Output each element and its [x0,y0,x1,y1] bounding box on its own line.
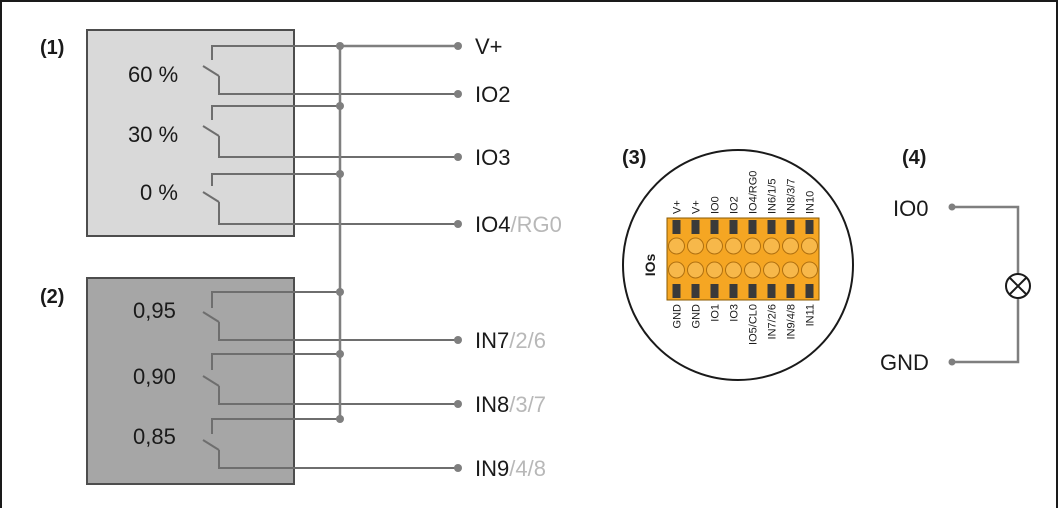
connector-top-pin-labels: V+ V+ IO0 IO2 IO4/RG0 IN6/1/5 IN8/3/7 IN10 [672,171,817,214]
bottom-pin-slot [729,284,738,298]
top-pin-label: IO0 [710,196,722,214]
top-pin-label: IO2 [729,196,741,214]
level-0-label: 0 % [140,180,178,205]
top-pin-slot [805,220,814,234]
relay-switch-095 [202,291,458,341]
terminal-in9-label: IN9/4/8 [475,456,546,481]
top-pin-label: V+ [691,200,703,214]
top-pin-label: V+ [672,200,684,214]
pin-hole [763,261,780,279]
power-reduction-relay-box [86,29,295,237]
top-pin-slot [748,220,757,234]
pin-hole [744,237,761,255]
marker-1: (1) [40,37,64,59]
terminal-io4-label: IO4/RG0 [475,212,562,237]
top-pin-label: IN10 [805,191,817,214]
top-pin-slot [767,220,776,234]
pin-hole [725,261,742,279]
marker-4: (4) [902,147,926,169]
lamp-bottom-wire [952,298,1020,364]
pin-hole [668,237,685,255]
bottom-pin-slot [748,284,757,298]
connector-label: IOs [642,254,658,277]
marker-2: (2) [40,286,64,308]
connector-pin-holes [668,237,818,279]
pin-hole [687,261,704,279]
relay-switch-60 [202,45,458,95]
top-pin-slot [672,220,681,234]
bus-junctions [336,42,344,423]
pf-085-label: 0,85 [133,424,176,449]
marker-3: (3) [622,147,646,169]
pin-hole [782,261,799,279]
top-pin-slot [691,220,700,234]
connector-pin-slots [672,220,814,298]
pin-hole [744,261,761,279]
connector-bottom-pin-labels: GND GND IO1 IO3 IO5/CL0 IN7/2/6 IN9/4/8 IN11 [672,304,817,345]
relay-switch-0 [202,173,458,225]
pin-hole [763,237,780,255]
relay-switch-090 [202,353,458,405]
lamp-io0-label: IO0 [893,196,928,221]
lamp-gnd-label: GND [880,350,929,375]
pin-hole [668,261,685,279]
bottom-pin-slot [710,284,719,298]
top-pin-slot [710,220,719,234]
top-pin-label: IN8/3/7 [786,179,798,214]
terminal-vplus-label: V+ [475,34,503,59]
pin-hole [725,237,742,255]
lamp-icon [1005,273,1031,299]
relay-switch-085 [202,418,458,469]
terminal-in8-label: IN8/3/7 [475,392,546,417]
terminal-dots [454,42,462,472]
terminal-in7-label: IN7/2/6 [475,328,546,353]
level-60-label: 60 % [128,62,178,87]
bottom-pin-slot [691,284,700,298]
pin-hole [706,261,723,279]
top-pin-label: IN6/1/5 [767,179,779,214]
lamp-top-wire [952,205,1020,274]
pin-hole [782,237,799,255]
power-factor-relay-box [86,277,295,485]
pf-095-label: 0,95 [133,298,176,323]
bottom-pin-slot [786,284,795,298]
pin-hole [801,261,818,279]
pin-hole [687,237,704,255]
bottom-pin-label: IN9/4/8 [786,304,798,339]
terminal-io2-label: IO2 [475,82,510,107]
bottom-pin-label: IO1 [710,304,722,322]
top-pin-slot [729,220,738,234]
terminal-io3-label: IO3 [475,145,510,170]
bottom-pin-slot [805,284,814,298]
relay-switch-30 [202,105,458,158]
bottom-pin-slot [672,284,681,298]
bottom-pin-label: IN11 [805,304,817,326]
bottom-pin-label: IN7/2/6 [767,304,779,339]
level-30-label: 30 % [128,122,178,147]
bottom-pin-slot [767,284,776,298]
pf-090-label: 0,90 [133,364,176,389]
bottom-pin-label: IO5/CL0 [748,304,760,345]
io-connector-block [666,217,820,301]
top-pin-label: IO4/RG0 [748,171,760,214]
bottom-pin-label: GND [672,304,684,329]
bottom-pin-label: GND [691,304,703,329]
pin-hole [801,237,818,255]
bottom-pin-label: IO3 [729,304,741,322]
top-pin-slot [786,220,795,234]
pin-hole [706,237,723,255]
